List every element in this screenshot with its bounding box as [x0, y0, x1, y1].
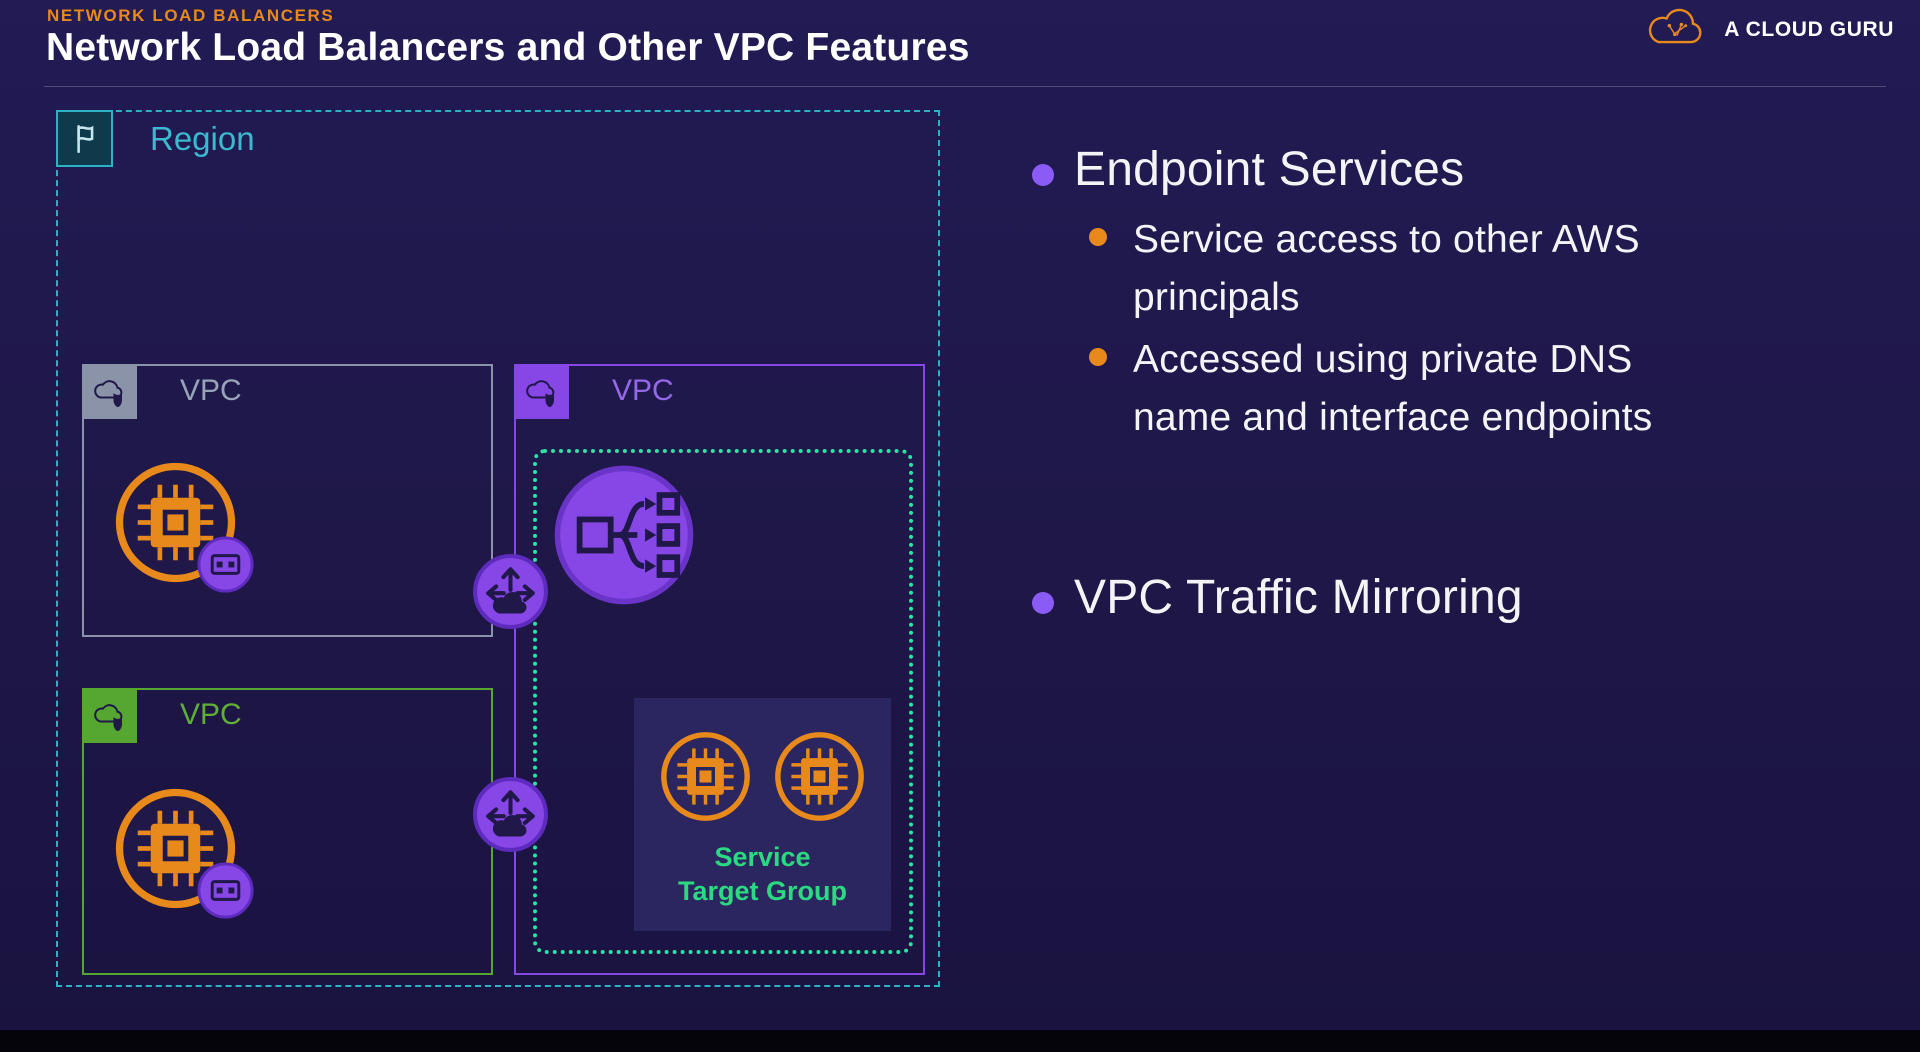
- cloud-shield-icon: [514, 364, 569, 419]
- bullet-vpc-traffic-mirroring: VPC Traffic Mirroring: [1074, 571, 1523, 624]
- bullet-endpoint-services: Endpoint Services: [1074, 143, 1465, 196]
- vpc-box-right: VPC: [514, 364, 925, 975]
- header-divider: [44, 86, 1886, 87]
- service-label-line2: Target Group: [677, 876, 847, 906]
- vpc-box-top-left: VPC: [82, 364, 493, 637]
- vpc-label: VPC: [180, 374, 242, 407]
- network-interface-icon: [196, 861, 255, 920]
- cloud-shield-icon: [82, 688, 137, 743]
- cpu-chip-icon: [773, 730, 866, 823]
- cloud-shield-icon: [82, 364, 137, 419]
- acg-logo: A CLOUD GURU: [1642, 8, 1894, 52]
- service-target-group-panel: Service Target Group: [634, 698, 891, 931]
- vpc-label: VPC: [612, 374, 674, 407]
- service-target-group-label: Service Target Group: [634, 840, 891, 908]
- page-title: Network Load Balancers and Other VPC Fea…: [46, 26, 970, 69]
- endpoint-service-boundary: [533, 449, 913, 954]
- network-interface-icon: [196, 535, 255, 594]
- sub-bullet-icon: [1089, 228, 1107, 246]
- cpu-chip-icon: [659, 730, 752, 823]
- region-box: Region: [56, 110, 940, 987]
- bullet-icon: [1032, 592, 1054, 614]
- vpc-label: VPC: [180, 698, 242, 731]
- vpc-box-bottom-left: VPC: [82, 688, 493, 975]
- service-label-line1: Service: [714, 842, 811, 872]
- flag-icon: [56, 110, 113, 167]
- region-label: Region: [150, 120, 255, 157]
- letterbox-bar: [0, 1030, 1920, 1052]
- acg-logo-text: A CLOUD GURU: [1724, 18, 1894, 41]
- vpc-endpoint-icon: [470, 774, 551, 855]
- vpc-endpoint-icon: [470, 551, 551, 632]
- sub-bullet-private-dns: Accessed using private DNS name and inte…: [1133, 338, 1653, 439]
- sub-bullet-icon: [1089, 348, 1107, 366]
- lesson-eyebrow: NETWORK LOAD BALANCERS: [47, 6, 335, 25]
- bullet-icon: [1032, 164, 1054, 186]
- sub-bullet-service-access: Service access to other AWS principals: [1133, 218, 1640, 319]
- acg-cloud-icon: [1642, 8, 1712, 52]
- load-balancer-icon: [553, 464, 695, 606]
